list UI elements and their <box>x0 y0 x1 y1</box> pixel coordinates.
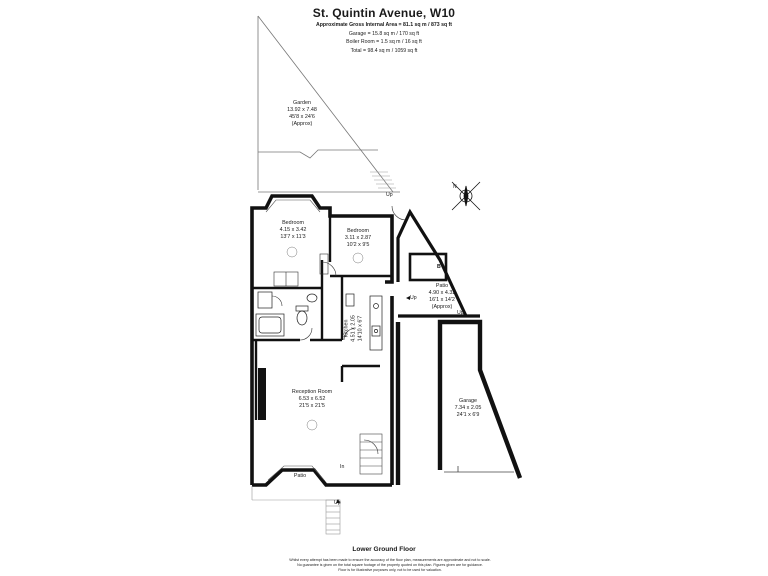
room-patio-side: Patio 4.90 x 4.32 16'1 x 14'2 (Approx) <box>422 283 462 311</box>
garden-steps <box>370 171 396 189</box>
side-patio-outline <box>396 208 480 318</box>
room-imperial: 16'1 x 14'2 <box>429 297 455 303</box>
room-name: Reception Room <box>291 389 333 395</box>
room-imperial: 45'8 x 24'6 <box>289 114 315 120</box>
room-kitchen: Kitchen 4.51 x 2.05 14'10 x 6'7 <box>344 307 365 351</box>
bay-windows <box>265 199 325 481</box>
interior-walls <box>252 216 392 420</box>
door-swings <box>271 205 407 455</box>
room-name: Bedroom <box>347 228 369 234</box>
room-metric: 7.34 x 2.05 <box>454 405 482 411</box>
room-metric: 13.92 x 7.48 <box>287 107 317 113</box>
area-summary: Approximate Gross Internal Area = 81.1 s… <box>0 21 768 55</box>
room-name: Bedroom <box>282 220 304 226</box>
room-imperial: 14'10 x 6'7 <box>357 315 364 342</box>
up-marker-patio: Up <box>410 295 417 301</box>
room-name: Patio <box>435 283 449 289</box>
room-note: (Approx) <box>291 121 313 127</box>
room-metric: 3.11 x 2.87 <box>344 235 372 241</box>
room-metric: 6.53 x 6.52 <box>298 396 326 402</box>
disclaimer-line: No guarantee is given on the total squar… <box>297 563 483 567</box>
chimney-breast <box>258 368 266 420</box>
up-marker-garden: Up <box>386 192 393 198</box>
compass-rose <box>451 181 481 211</box>
room-bedroom-1: Bedroom 4.15 x 3.42 13'7 x 11'3 <box>272 220 314 241</box>
room-name: Kitchen <box>343 319 350 338</box>
front-steps <box>251 486 341 535</box>
exterior-walls <box>250 194 394 487</box>
room-imperial: 10'2 x 9'5 <box>346 242 370 248</box>
room-imperial: 24'1 x 6'9 <box>456 412 480 418</box>
boiler-marker: B <box>437 264 441 270</box>
area-line-garage: Garage = 15.8 sq m / 170 sq ft <box>348 30 420 37</box>
garage-door <box>444 466 514 473</box>
room-patio-front: Patio <box>290 473 310 480</box>
room-garden: Garden 13.92 x 7.48 45'8 x 24'6 (Approx) <box>280 100 324 128</box>
room-name: Patio <box>293 473 307 479</box>
room-metric: 4.51 x 2.05 <box>350 315 357 342</box>
room-bedroom-2: Bedroom 3.11 x 2.87 10'2 x 9'5 <box>338 228 378 249</box>
room-note: (Approx) <box>431 304 453 310</box>
room-metric: 4.90 x 4.32 <box>428 290 456 296</box>
boiler-room <box>408 252 448 282</box>
floor-label: Lower Ground Floor <box>352 546 416 553</box>
internal-stairs <box>359 433 383 475</box>
area-line-boiler: Boiler Room = 1.5 sq m / 16 sq ft <box>346 39 422 46</box>
disclaimer-line: Floor is for illustrative purposes only,… <box>338 568 442 572</box>
kitchen-units <box>345 293 383 351</box>
room-name: Garage <box>459 398 477 404</box>
garden-outline <box>257 15 400 193</box>
room-reception: Reception Room 6.53 x 6.52 21'5 x 21'5 <box>288 389 336 410</box>
up-marker-patio-lower: Up <box>457 310 464 316</box>
disclaimer-line: Whilst every attempt has been made to en… <box>289 558 491 562</box>
compass-label: N <box>453 184 457 190</box>
area-line-gia: Approximate Gross Internal Area = 81.1 s… <box>315 22 453 28</box>
room-imperial: 21'5 x 21'5 <box>299 403 325 409</box>
room-garage: Garage 7.34 x 2.05 24'1 x 6'9 <box>448 398 488 419</box>
up-marker-front: Up <box>334 500 341 506</box>
room-imperial: 13'7 x 11'3 <box>280 234 306 240</box>
room-metric: 4.15 x 3.42 <box>279 227 307 233</box>
bathroom-fixtures <box>255 291 318 337</box>
in-marker: In <box>340 464 345 470</box>
ceiling-lights <box>286 246 364 431</box>
garage-walls <box>395 319 523 485</box>
room-name: Garden <box>293 100 311 106</box>
up-arrows <box>336 296 410 503</box>
property-title: St. Quintin Avenue, W10 <box>312 6 456 20</box>
wardrobes <box>273 253 329 287</box>
disclaimer: Whilst every attempt has been made to en… <box>220 558 560 573</box>
area-line-total: Total = 98.4 sq m / 1059 sq ft <box>350 47 418 54</box>
